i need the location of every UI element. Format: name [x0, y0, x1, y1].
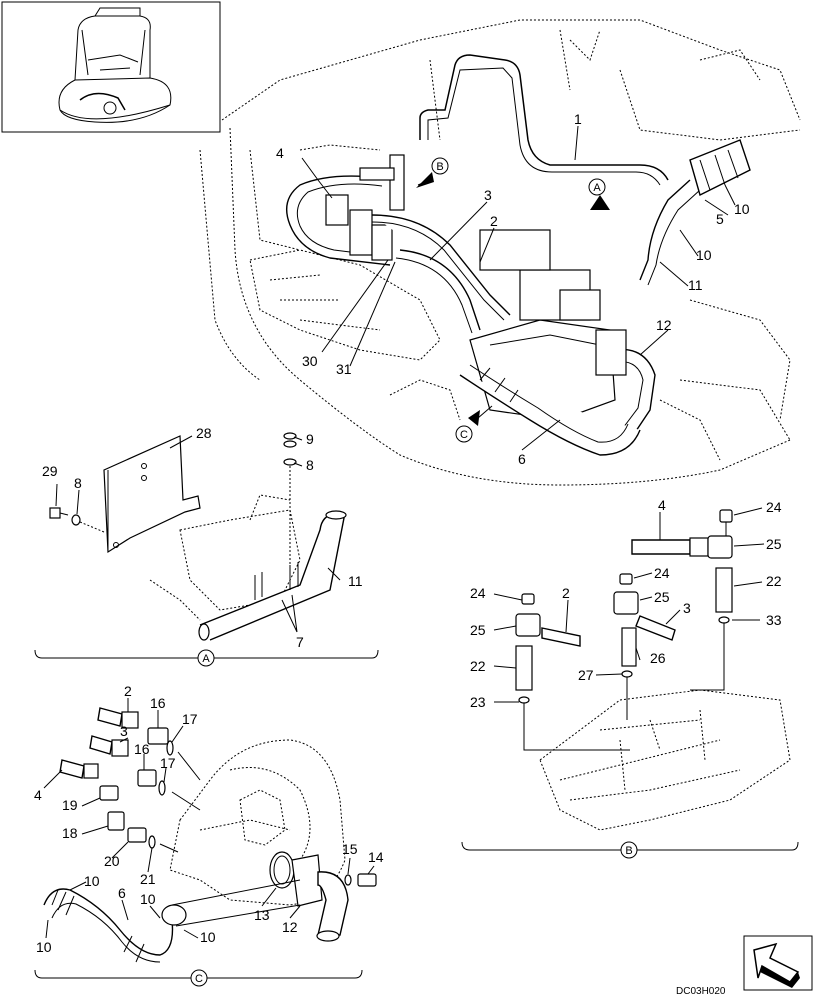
callout-9: 9 [306, 431, 314, 447]
callout-10-d: 10 [36, 939, 52, 955]
callout-19: 19 [62, 797, 78, 813]
callout-14: 14 [368, 849, 384, 865]
callout-11: 11 [688, 277, 703, 293]
svg-text:B: B [625, 845, 632, 857]
view-marker-a: A [588, 178, 606, 196]
view-a-detail [34, 432, 379, 659]
drawing-code: DC03H020 [676, 986, 726, 997]
callout-25-a: 25 [766, 536, 782, 552]
callout-8-a: 8 [306, 457, 314, 473]
callout-4-c: 4 [34, 787, 42, 803]
callout-2: 2 [490, 213, 498, 229]
view-c-label: C [190, 969, 208, 987]
main-assembly-view [199, 19, 801, 486]
callout-5: 5 [716, 211, 724, 227]
callout-25-c: 25 [470, 622, 486, 638]
view-b-label: B [620, 841, 638, 859]
callout-3-c: 3 [120, 723, 128, 739]
callout-10-e: 10 [140, 891, 156, 907]
callout-10-b: 10 [696, 247, 712, 263]
callout-2-b: 2 [562, 585, 570, 601]
callout-2-c: 2 [124, 683, 132, 699]
callout-6-c: 6 [118, 885, 126, 901]
callout-13: 13 [254, 907, 270, 923]
callout-16-a: 16 [150, 695, 166, 711]
callout-4-b: 4 [658, 497, 666, 513]
callout-20: 20 [104, 853, 120, 869]
callout-8-b: 8 [74, 475, 82, 491]
callout-10-c: 10 [84, 873, 100, 889]
view-a-label: A [197, 649, 215, 667]
callout-10-a: 10 [734, 201, 750, 217]
callout-27: 27 [578, 667, 594, 683]
callout-7: 7 [296, 634, 304, 650]
callout-3-b: 3 [683, 600, 691, 616]
svg-text:A: A [593, 182, 601, 194]
callout-26: 26 [650, 650, 666, 666]
callout-4: 4 [276, 145, 284, 161]
machine-thumbnail [1, 1, 221, 133]
svg-text:C: C [195, 973, 203, 985]
view-marker-b: B [431, 157, 449, 175]
svg-text:B: B [436, 161, 443, 173]
forward-direction-arrow-icon [743, 935, 813, 991]
callout-23: 23 [470, 694, 486, 710]
callout-11-a: 11 [348, 573, 363, 589]
callout-17-b: 17 [160, 755, 176, 771]
callout-18: 18 [62, 825, 78, 841]
callout-21: 21 [140, 871, 156, 887]
svg-text:C: C [460, 429, 468, 441]
callout-33: 33 [766, 612, 782, 628]
callout-12: 12 [656, 317, 672, 333]
callout-3: 3 [484, 187, 492, 203]
callout-24-b: 24 [654, 565, 670, 581]
callout-31: 31 [336, 361, 352, 377]
callout-16-b: 16 [134, 741, 150, 757]
view-marker-c: C [455, 425, 473, 443]
callout-30: 30 [302, 353, 318, 369]
callout-15: 15 [342, 841, 358, 857]
callout-22-b: 22 [470, 658, 486, 674]
callout-1: 1 [574, 111, 582, 127]
callout-25-b: 25 [654, 589, 670, 605]
callout-24-c: 24 [470, 585, 486, 601]
view-b-detail [461, 507, 799, 851]
callout-22-a: 22 [766, 573, 782, 589]
callout-17-a: 17 [182, 711, 198, 727]
callout-6: 6 [518, 451, 526, 467]
callout-24-a: 24 [766, 499, 782, 515]
callout-12-c: 12 [282, 919, 298, 935]
callout-29: 29 [42, 463, 58, 479]
callout-28: 28 [196, 425, 212, 441]
svg-text:A: A [202, 653, 210, 665]
view-c-detail [34, 698, 377, 979]
callout-10-f: 10 [200, 929, 216, 945]
